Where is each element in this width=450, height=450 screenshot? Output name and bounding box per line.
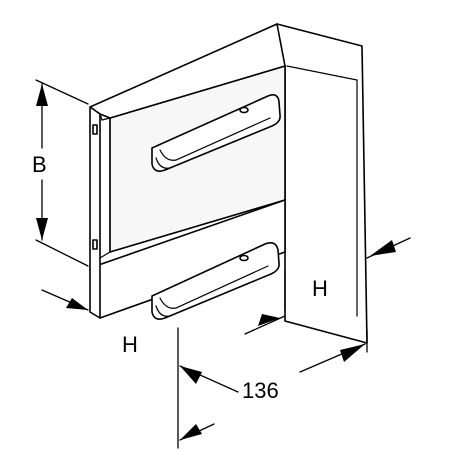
dimension-h-right: [244, 237, 411, 335]
dimension-length-label: 136: [242, 378, 279, 403]
dimension-h-front-label: H: [122, 332, 138, 357]
lower-bracket: [151, 242, 280, 320]
dimension-length: [177, 327, 368, 449]
dimension-h-front: [41, 289, 89, 311]
dimension-b: [35, 79, 89, 267]
dimension-h-right-label: H: [312, 276, 328, 301]
upper-bracket: [151, 94, 281, 172]
dimension-b-label: B: [32, 152, 47, 177]
front-side-wall: [89, 106, 111, 319]
